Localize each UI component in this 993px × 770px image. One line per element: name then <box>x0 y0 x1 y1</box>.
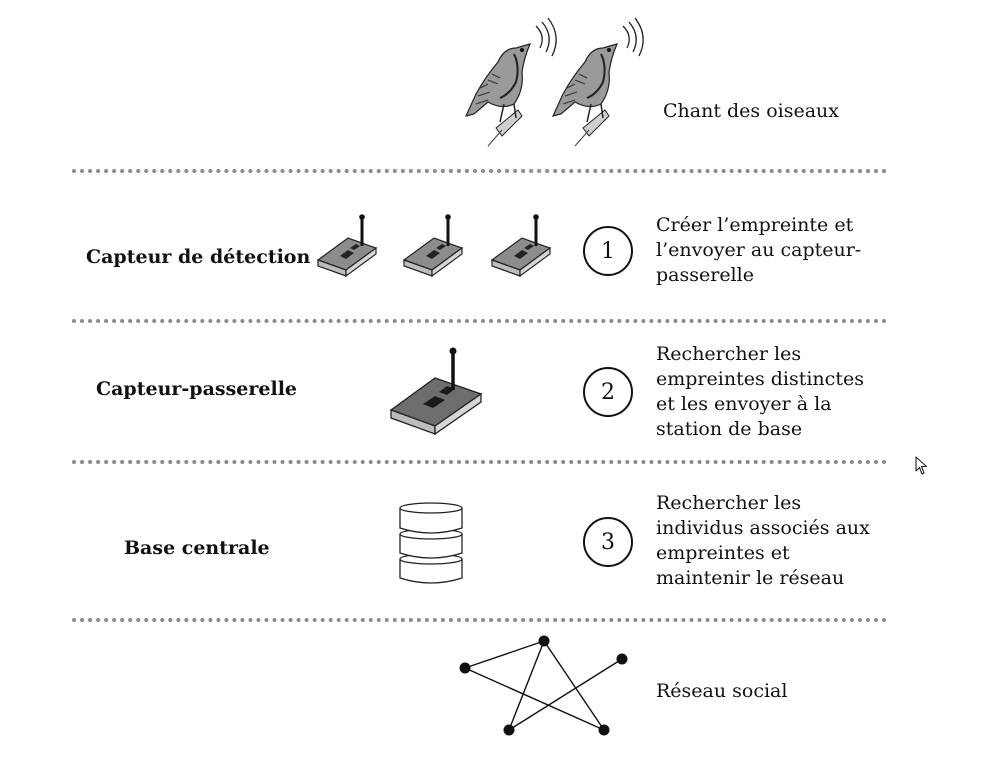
step-3-circle: 3 <box>583 517 633 567</box>
step-2-text: Rechercher les empreintes distinctes et … <box>656 342 864 442</box>
graph-node <box>459 662 471 674</box>
graph-node <box>538 635 550 647</box>
gateway-sensor-label: Capteur-passerelle <box>96 378 297 400</box>
mouse-cursor-icon <box>915 456 928 475</box>
graph-node <box>616 653 628 665</box>
graph-node <box>503 724 515 736</box>
step-1-line: Créer l’empreinte et <box>656 214 854 236</box>
step-3-line: empreintes et <box>656 542 790 564</box>
step-3-number: 3 <box>601 529 615 555</box>
step-3-line: maintenir le réseau <box>656 567 845 589</box>
bird-icon <box>464 17 557 147</box>
sensor-node-icon <box>490 214 552 278</box>
step-2-line: et les envoyer à la <box>656 393 832 415</box>
social-network-graph-icon <box>459 635 628 736</box>
social-network-caption: Réseau social <box>656 680 788 702</box>
central-base-label: Base centrale <box>124 537 270 559</box>
step-2-line: empreintes distinctes <box>656 368 864 390</box>
step-2-line: station de base <box>656 418 803 440</box>
step-1-circle: 1 <box>583 226 633 276</box>
divider <box>72 319 887 323</box>
sensor-node-icon <box>402 214 464 278</box>
step-1-line: l’envoyer au capteur- <box>656 239 862 261</box>
step-1-text: Créer l’empreinte et l’envoyer au capteu… <box>656 213 861 288</box>
divider <box>72 618 887 622</box>
graph-node <box>598 724 610 736</box>
step-1-number: 1 <box>601 238 615 264</box>
step-3-text: Rechercher les individus associés aux em… <box>656 491 870 591</box>
bird-icon <box>551 17 644 147</box>
bird-song-caption: Chant des oiseaux <box>663 100 840 122</box>
divider <box>72 169 887 173</box>
step-3-line: individus associés aux <box>656 517 870 539</box>
step-2-line: Rechercher les <box>656 343 802 365</box>
sensor-node-icon <box>316 214 378 278</box>
step-2-circle: 2 <box>583 367 633 417</box>
divider <box>72 460 887 464</box>
step-2-number: 2 <box>601 379 615 405</box>
step-1-line: passerelle <box>656 264 754 286</box>
detection-sensor-label: Capteur de détection <box>86 246 311 268</box>
database-icon <box>399 502 463 584</box>
step-3-line: Rechercher les <box>656 492 802 514</box>
gateway-node-icon <box>389 347 483 436</box>
